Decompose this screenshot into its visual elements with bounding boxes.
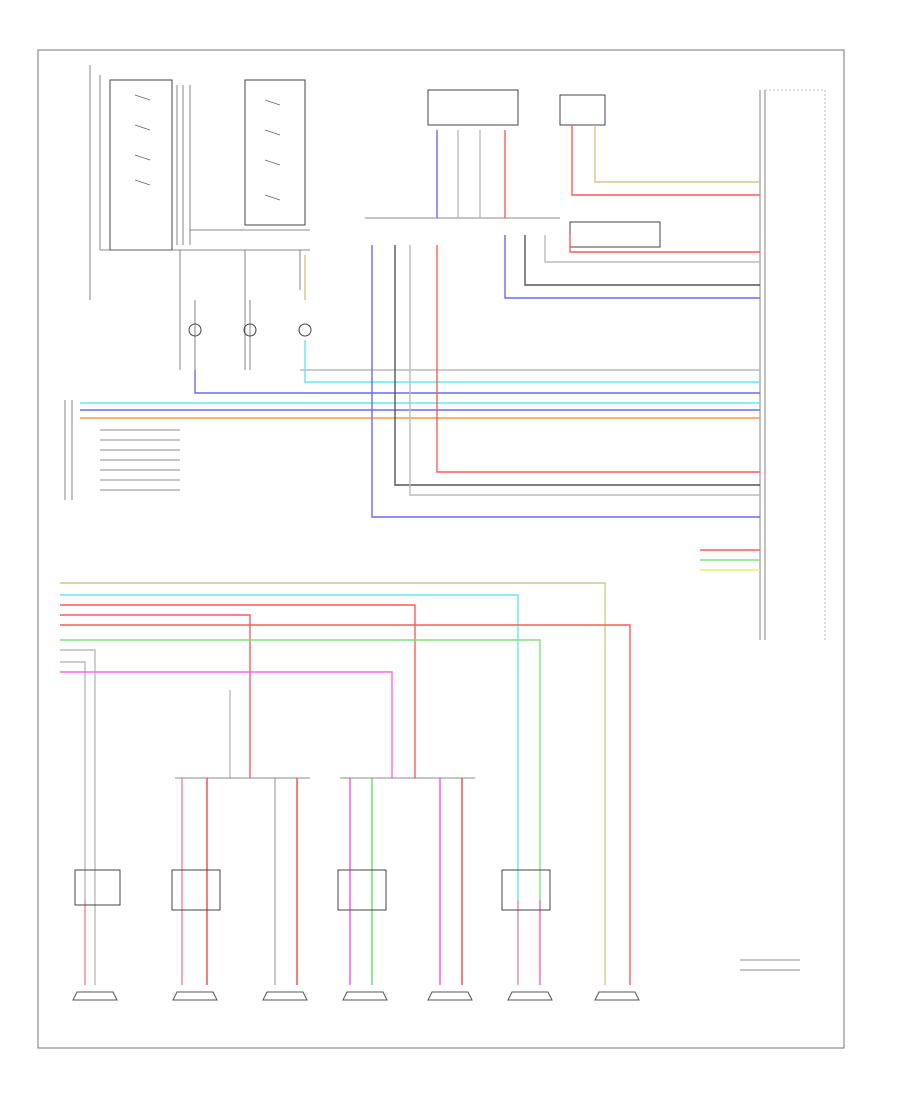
wire-gray-mid bbox=[544, 235, 760, 263]
amplifier-box-1 bbox=[74, 869, 121, 906]
wire-pink-bus bbox=[60, 624, 631, 985]
speaker-6 bbox=[507, 991, 553, 1001]
wire-gray-bus bbox=[60, 649, 96, 985]
wire-blue-h1 bbox=[194, 370, 760, 394]
wire-tan-bus bbox=[60, 582, 606, 985]
amplifier-layer bbox=[74, 869, 551, 911]
speaker-icon bbox=[262, 991, 308, 1001]
wire-gray-long bbox=[409, 245, 760, 496]
wire-green-bus bbox=[60, 639, 541, 985]
wire-layer bbox=[60, 125, 760, 985]
speaker-4 bbox=[342, 991, 388, 1001]
speaker-3 bbox=[262, 991, 308, 1001]
wire-cyan-h1 bbox=[304, 340, 760, 383]
wire-blue-long bbox=[371, 245, 760, 518]
wire-blue-mid bbox=[504, 235, 760, 299]
top-connector-block bbox=[365, 89, 661, 248]
wire-gray-bus2 bbox=[60, 661, 86, 985]
wire-red-bus2 bbox=[60, 614, 251, 778]
speaker-icon bbox=[507, 991, 553, 1001]
speaker-icon bbox=[342, 991, 388, 1001]
wire-cyan-bus bbox=[60, 594, 519, 985]
wire-tan-top bbox=[594, 125, 760, 183]
wire-red-top bbox=[571, 125, 760, 196]
wire-dark-mid bbox=[524, 235, 760, 286]
speaker-7 bbox=[594, 991, 640, 1001]
amplifier-box-3 bbox=[337, 869, 387, 911]
speaker-2 bbox=[172, 991, 218, 1001]
wire-dark-long bbox=[394, 245, 760, 486]
left-mid-connector bbox=[64, 400, 180, 500]
speaker-icon bbox=[72, 991, 118, 1001]
wire-red-long bbox=[436, 245, 760, 473]
wire-red-bus1 bbox=[60, 604, 416, 778]
amplifier-box-2 bbox=[171, 869, 221, 911]
steering-switch-cluster bbox=[89, 65, 312, 370]
legend bbox=[740, 959, 800, 971]
amplifier-box-4 bbox=[501, 869, 551, 911]
speaker-icon bbox=[427, 991, 473, 1001]
speaker-1 bbox=[72, 991, 118, 1001]
wire-red-mid bbox=[569, 235, 760, 253]
speaker-icon bbox=[172, 991, 218, 1001]
right-main-connector bbox=[759, 89, 826, 640]
wire-magenta-bus bbox=[60, 671, 393, 778]
speaker-5 bbox=[427, 991, 473, 1001]
speaker-layer bbox=[72, 991, 640, 1001]
diagram-frame bbox=[37, 49, 845, 1049]
speaker-icon bbox=[594, 991, 640, 1001]
